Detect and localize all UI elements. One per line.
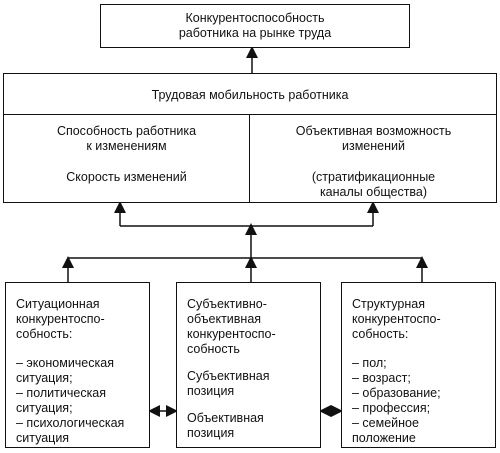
subjective-heading: Субъективно- объективная конкурентоспо- … [187, 297, 276, 356]
objective-possibility-text: Объективная возможность изменений [295, 124, 452, 153]
structural-item-age: – возраст; [352, 371, 411, 385]
ability-to-change-text: Способность работника к изменениям [56, 124, 197, 153]
structural-item-education: – образование; [352, 386, 441, 400]
labor-mobility-box: Трудовая мобильность работника Способнос… [3, 73, 497, 203]
structural-item-family: – семейное положение [352, 416, 419, 445]
structural-heading: Структурная конкурентоспо- собность: [352, 297, 441, 341]
structural-item-sex: – пол; [352, 356, 387, 370]
stratification-channels-text: (стратификационные каналы общества) [311, 170, 436, 199]
structural-item-profession: – профессия; [352, 401, 431, 415]
mobility-vertical-divider [249, 114, 250, 202]
subjective-objective-box: Субъективно- объективная конкурентоспо- … [176, 282, 321, 448]
situational-item-economic: – экономическая ситуация; [16, 356, 114, 385]
situational-competitiveness-box: Ситуационная конкурентоспо- собность: – … [5, 282, 150, 448]
mobility-divider [4, 114, 496, 115]
situational-item-psychological: – психологическая ситуация [16, 416, 125, 445]
labor-mobility-title: Трудовая мобильность работника [151, 88, 349, 102]
situational-heading: Ситуационная конкурентоспо- собность: [16, 297, 105, 341]
structural-competitiveness-box: Структурная конкурентоспо- собность: – п… [341, 282, 496, 448]
objective-position-text: Объективная позиция [187, 411, 264, 440]
competitiveness-text: Конкурентоспособность работника на рынке… [178, 11, 332, 40]
mobility-left-cell: Способность работника к изменениям Скоро… [4, 124, 249, 185]
situational-item-political: – политическая ситуация; [16, 386, 107, 415]
mobility-right-cell: Объективная возможность изменений (страт… [251, 124, 496, 200]
competitiveness-box: Конкурентоспособность работника на рынке… [100, 4, 410, 48]
subjective-position-text: Субъективная позиция [187, 369, 270, 398]
speed-of-change-text: Скорость изменений [66, 170, 187, 184]
